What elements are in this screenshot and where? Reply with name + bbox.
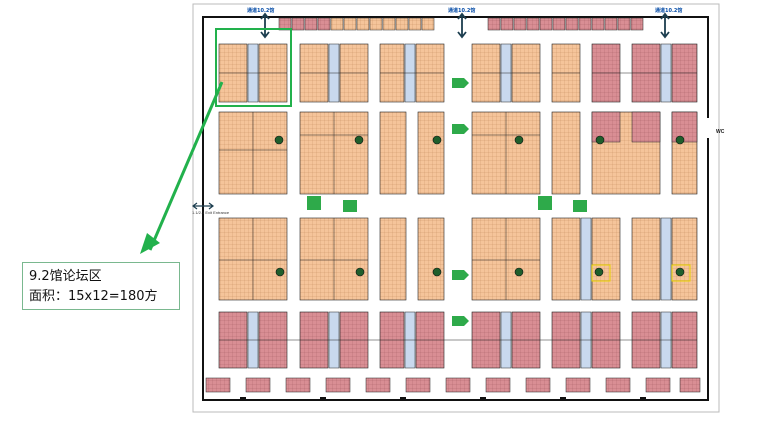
arrow-up-down-icon (457, 12, 467, 39)
top-booth-strip (278, 17, 644, 31)
pillar-icon (514, 135, 524, 145)
green-direction-sign-icon (452, 124, 469, 134)
green-direction-sign-icon (573, 200, 587, 212)
bottom-booth-strip (205, 377, 701, 393)
pillar-icon (594, 267, 604, 277)
arrow-up-down-icon (260, 12, 270, 39)
green-direction-sign-icon (452, 316, 469, 326)
gate-right-label: 通道10.2馆 (655, 7, 682, 14)
booth-row-2 (218, 111, 698, 195)
arrow-left-right-icon (192, 202, 214, 210)
hall-wall (202, 16, 709, 401)
pillar-icon (432, 267, 442, 277)
booth-row-1 (218, 43, 698, 103)
booth-row-3 (218, 217, 698, 301)
gate-middle-label: 通道10.2馆 (448, 7, 475, 14)
pillars (274, 135, 685, 277)
forum-area-callout: 9.2馆论坛区 面积：15x12=180方 (22, 262, 180, 310)
booth-row-4 (218, 311, 698, 369)
green-direction-sign-icon (538, 196, 552, 210)
left-exit-label: 1.1/2.1 Exit Entrance (192, 210, 230, 215)
gate-middle: 通道10.2馆 (448, 7, 475, 39)
arrow-up-down-icon (660, 12, 670, 39)
pillar-icon (595, 135, 605, 145)
gate-left-label: 通道10.2馆 (247, 7, 274, 14)
pillar-icon (675, 267, 685, 277)
green-direction-sign-icon (343, 200, 357, 212)
pillar-icon (275, 267, 285, 277)
pillar-icon (675, 135, 685, 145)
callout-arrow-icon (140, 81, 224, 254)
green-direction-sign-icon (307, 196, 321, 210)
gate-right: 通道10.2馆 (655, 7, 682, 39)
svg-text:WC: WC (716, 129, 725, 135)
gate-left: 通道10.2馆 (247, 7, 274, 39)
green-direction-sign-icon (452, 270, 469, 280)
pillar-icon (274, 135, 284, 145)
pillar-icon (354, 135, 364, 145)
pillar-icon (355, 267, 365, 277)
forum-area-highlight (215, 28, 292, 107)
callout-area: 面积：15x12=180方 (29, 289, 158, 304)
callout-title: 9.2馆论坛区 (29, 269, 102, 284)
green-direction-sign-icon (452, 78, 469, 88)
pillar-icon (514, 267, 524, 277)
bottom-wall-marks (240, 397, 646, 401)
pillar-icon (432, 135, 442, 145)
direction-signs (307, 78, 587, 326)
